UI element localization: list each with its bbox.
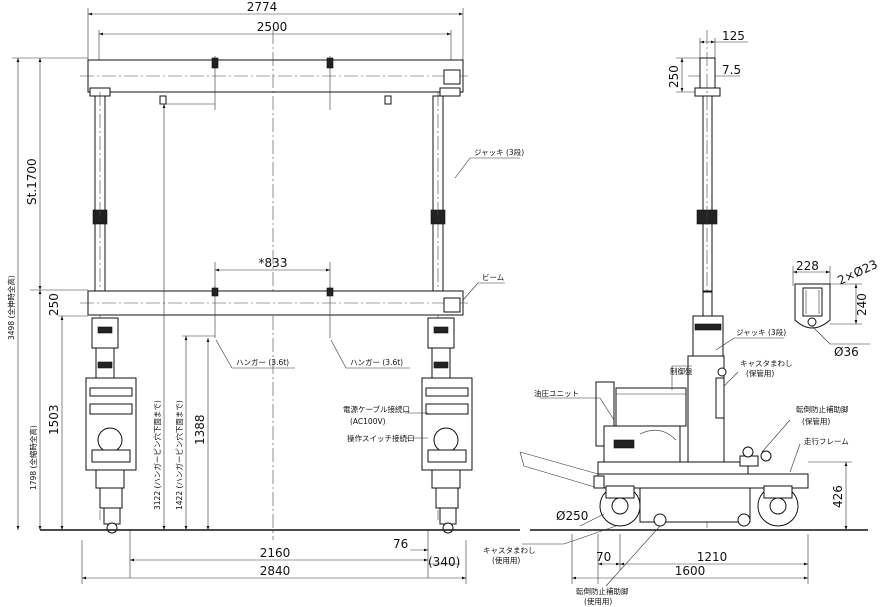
svg-text:(使用用): (使用用) — [492, 555, 520, 565]
svg-text:ハンガー (3.6t): ハンガー (3.6t) — [236, 357, 289, 367]
label-caster-storage: キャスタまわし (保管用) — [723, 359, 793, 387]
svg-text:ハンガー (3.6t): ハンガー (3.6t) — [350, 357, 403, 367]
dim-overall-retracted: 1798 (全縮時全高) — [28, 425, 38, 490]
dim-bracket-hole: 2×Ø23 — [835, 257, 879, 288]
svg-text:転倒防止補助脚: 転倒防止補助脚 — [796, 404, 849, 414]
svg-text:ジャッキ (3段): ジャッキ (3段) — [736, 327, 786, 337]
svg-text:操作スイッチ接続口: 操作スイッチ接続口 — [347, 433, 415, 443]
label-antitip-storage: 転倒防止補助脚 (保管用) — [761, 404, 849, 453]
dim-side-height: 250 — [667, 65, 681, 88]
label-control-panel: 制御盤 — [670, 366, 693, 376]
dim-overall-max: 3498 (全伸時全高) — [6, 275, 16, 340]
dim-hanger-span: *833 — [259, 256, 288, 270]
dim-top-width: 2774 — [247, 0, 278, 14]
hanger-span-dimension: *833 — [214, 256, 331, 292]
dim-foot-offset: 76 — [393, 537, 408, 551]
lower-beam: ビーム — [80, 273, 505, 338]
side-bottom-dimensions: 70 1210 1600 — [571, 534, 809, 584]
side-view: 125 7.5 250 228 2×Ø23 — [483, 29, 880, 606]
dim-stroke: St.1700 — [25, 158, 39, 205]
bottom-dimensions: 2160 2840 76 (340) — [81, 530, 467, 584]
dim-bracket-pin: Ø36 — [834, 345, 859, 359]
label-hydraulic-unit: 油圧ユニット — [534, 388, 579, 398]
dim-bottom-outer: 2840 — [260, 564, 291, 578]
dim-column-height: 250 — [47, 293, 61, 316]
label-antitip-use: 転倒防止補助脚 (使用用) — [576, 525, 661, 606]
svg-text:走行フレーム: 走行フレーム — [804, 436, 849, 446]
dim-bracket-width: 228 — [796, 259, 819, 273]
dim-inner-width: 2500 — [257, 20, 288, 34]
svg-text:(使用用): (使用用) — [584, 596, 612, 606]
dim-side-pin: 7.5 — [722, 63, 741, 77]
dim-wheel: Ø250 — [556, 509, 588, 523]
wheel-dimension: Ø250 — [556, 509, 605, 527]
hydraulic-unit: 油圧ユニット — [534, 381, 681, 463]
side-lower-column — [687, 291, 727, 465]
dim-hanger-pin-max: 3122 (ハンガーピン穴下面まで) — [152, 400, 162, 510]
label-frame: 走行フレーム — [789, 436, 849, 473]
svg-text:(保管用): (保管用) — [746, 368, 774, 378]
svg-text:キャスタまわし: キャスタまわし — [740, 359, 793, 368]
dim-frame-height: 426 — [831, 485, 845, 508]
frame-height-dimension: 426 — [808, 461, 852, 530]
svg-text:キャスタまわし: キャスタまわし — [483, 546, 536, 555]
dim-side-top: 125 — [722, 29, 745, 43]
top-dimensions: 2774 2500 — [87, 0, 464, 60]
front-view: 2774 2500 — [6, 0, 524, 584]
control-panel: 制御盤 — [615, 365, 693, 427]
upper-beam — [80, 30, 470, 540]
dim-column-1503: 1503 — [47, 404, 61, 435]
left-vertical-dimensions: 3498 (全伸時全高) St.1700 1798 (全縮時全高) 250 15… — [6, 57, 88, 530]
dim-bottom-inner: 2160 — [260, 546, 291, 560]
dim-side-bottom-1: 70 — [596, 550, 611, 564]
svg-text:転倒防止補助脚: 転倒防止補助脚 — [576, 586, 629, 596]
inner-vertical-dimensions: 3122 (ハンガーピン穴下面まで) 1422 (ハンガーピン穴下面まで) 13… — [152, 103, 215, 530]
side-top-dimensions: 125 7.5 250 — [667, 29, 748, 93]
label-jack-front: ジャッキ (3段) — [454, 147, 524, 179]
dim-hanger-len: 1388 — [193, 414, 207, 445]
svg-text:(AC100V): (AC100V) — [350, 417, 386, 426]
label-caster-use: キャスタまわし (使用用) — [483, 525, 617, 565]
right-jack-unit — [421, 317, 473, 534]
bracket-detail: 228 2×Ø23 240 Ø36 — [792, 257, 880, 359]
svg-text:(保管用): (保管用) — [802, 416, 830, 426]
svg-text:電源ケーブル接続口: 電源ケーブル接続口 — [343, 404, 410, 414]
dim-foot-width: (340) — [428, 555, 460, 569]
dim-hanger-pin-min: 1422 (ハンガーピン穴下面まで) — [174, 400, 184, 510]
dim-side-bottom-2: 1210 — [697, 550, 728, 564]
dim-bracket-height: 240 — [855, 293, 869, 316]
svg-text:ジャッキ (3段): ジャッキ (3段) — [474, 147, 524, 157]
label-beam: ビーム — [482, 273, 504, 282]
side-upper-column — [694, 30, 721, 530]
dim-side-bottom-total: 1600 — [675, 564, 706, 578]
wheels — [599, 485, 799, 527]
left-jack-unit — [85, 317, 137, 534]
label-jack-side: ジャッキ (3段) — [715, 327, 786, 351]
label-hangers: ハンガー (3.6t) ハンガー (3.6t) — [215, 339, 410, 369]
label-connectors: 電源ケーブル接続口 (AC100V) 操作スイッチ接続口 — [343, 404, 428, 443]
